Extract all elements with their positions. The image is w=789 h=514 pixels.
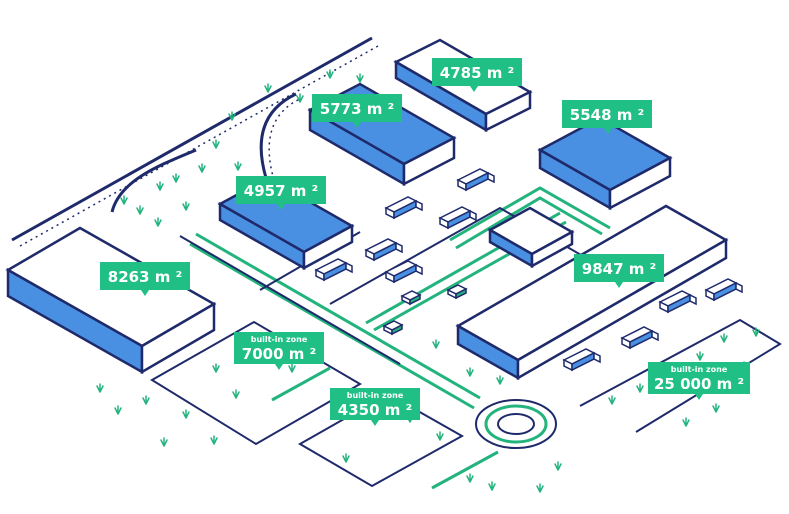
area-label-4785: 4785 m ² bbox=[432, 58, 522, 92]
warehouse-9847 bbox=[455, 204, 729, 381]
road-network bbox=[189, 186, 611, 490]
svg-text:4785 m ²: 4785 m ² bbox=[440, 64, 514, 82]
svg-text:9847 m ²: 9847 m ² bbox=[582, 260, 656, 278]
warehouse-5548 bbox=[537, 116, 673, 211]
car-icon bbox=[383, 284, 467, 335]
area-label-8263: 8263 m ² bbox=[100, 262, 190, 296]
svg-text:built-in zone: built-in zone bbox=[347, 391, 404, 400]
svg-text:built-in zone: built-in zone bbox=[671, 365, 728, 374]
svg-text:25 000 m ²: 25 000 m ² bbox=[654, 375, 744, 393]
svg-text:8263 m ²: 8263 m ² bbox=[108, 268, 182, 286]
svg-text:4957 m ²: 4957 m ² bbox=[244, 182, 318, 200]
svg-text:4350 m ²: 4350 m ² bbox=[338, 401, 412, 419]
svg-text:5773 m ²: 5773 m ² bbox=[320, 100, 394, 118]
area-label-9847: 9847 m ² bbox=[574, 254, 664, 288]
roundabout-icon bbox=[475, 399, 557, 449]
area-label-5773: 5773 m ² bbox=[312, 94, 402, 128]
railway-icon bbox=[11, 36, 379, 247]
zone-label-7000: built-in zone 7000 m ² bbox=[234, 332, 324, 370]
central-building bbox=[487, 206, 575, 269]
zone-label-4350: built-in zone 4350 m ² bbox=[330, 388, 420, 426]
svg-text:built-in zone: built-in zone bbox=[251, 335, 308, 344]
area-label-5548: 5548 m ² bbox=[562, 100, 652, 134]
warehouse-8263 bbox=[5, 226, 217, 375]
svg-text:5548 m ²: 5548 m ² bbox=[570, 106, 644, 124]
svg-text:7000 m ²: 7000 m ² bbox=[242, 345, 316, 363]
area-label-4957: 4957 m ² bbox=[236, 176, 326, 210]
zone-label-25000: built-in zone 25 000 m ² bbox=[648, 362, 750, 400]
